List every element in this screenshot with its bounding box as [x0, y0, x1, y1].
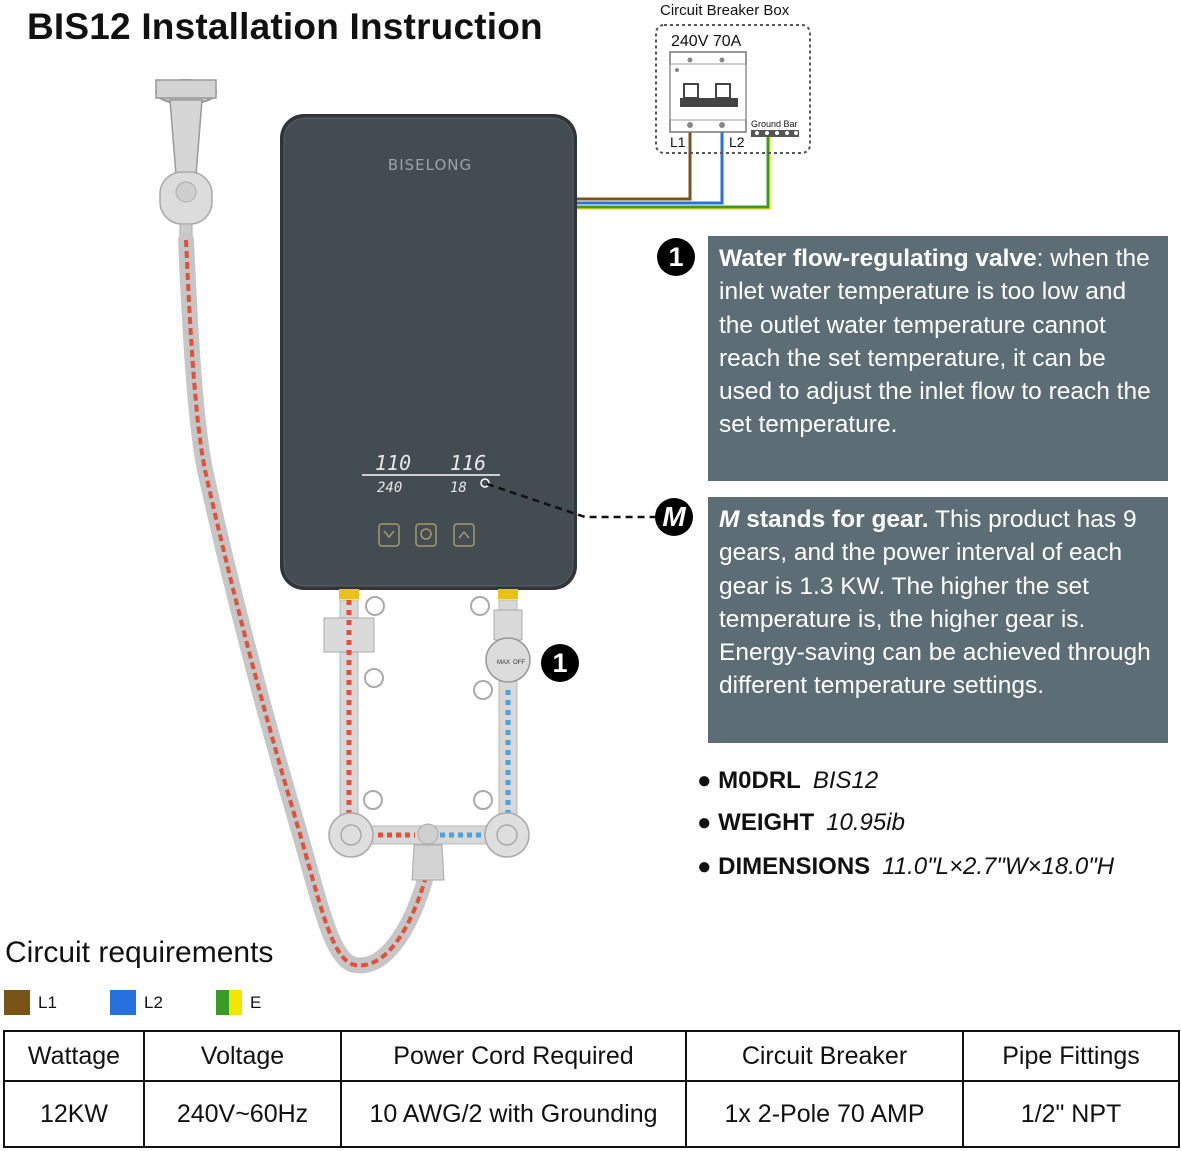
header-voltage: Voltage: [143, 1030, 342, 1082]
legend-swatch-ground: [216, 990, 242, 1015]
circuit-requirements-title: Circuit requirements: [5, 936, 274, 969]
water-heater: BISELONG 110 116 240 18: [280, 114, 577, 590]
shower-hose-hot: [184, 239, 427, 968]
page-title: BIS12 Installation Instruction: [27, 6, 543, 47]
cell-wattage: 12KW: [3, 1080, 145, 1148]
display-inlet-temp: 110: [375, 451, 411, 475]
table-header-row: Wattage Voltage Power Cord Required Circ…: [3, 1030, 1180, 1082]
header-circuit-breaker: Circuit Breaker: [685, 1030, 964, 1082]
valve-callout-body: : when the inlet water temperature is to…: [719, 245, 1151, 439]
display-flow: 18: [450, 480, 467, 496]
power-button[interactable]: [415, 523, 437, 547]
display-voltage: 240: [377, 480, 402, 496]
ground-bar-label: Ground Bar: [751, 119, 798, 129]
legend-l1: L1: [4, 990, 57, 1015]
circuit-breaker-box: Circuit Breaker Box 240V 70A L1 L2 Groun…: [655, 2, 811, 154]
valve-off: OFF: [513, 660, 525, 666]
circuit-requirements-table: Wattage Voltage Power Cord Required Circ…: [3, 1030, 1180, 1148]
plumbing: MAX OFF: [323, 589, 531, 881]
heater-display: 110 116 240 18: [362, 451, 500, 496]
header-pipe-fittings: Pipe Fittings: [962, 1030, 1180, 1082]
shower-head: [155, 79, 217, 241]
brand-logo: BISELONG: [388, 156, 472, 174]
valve-badge: 1: [541, 644, 579, 682]
valve-callout: Water flow-regulating valve: when the in…: [708, 236, 1168, 481]
table-row: 12KW 240V~60Hz 10 AWG/2 with Grounding 1…: [3, 1080, 1180, 1148]
gear-badge: M: [655, 498, 693, 536]
display-set-temp: 116: [450, 451, 486, 475]
valve-callout-title: Water flow-regulating valve: [719, 245, 1037, 272]
cell-voltage: 240V~60Hz: [143, 1080, 342, 1148]
gear-callout: M stands for gear. This product has 9 ge…: [708, 497, 1168, 743]
down-button[interactable]: [378, 523, 400, 547]
cell-circuit-breaker: 1x 2-Pole 70 AMP: [685, 1080, 964, 1148]
header-power-cord: Power Cord Required: [340, 1030, 687, 1082]
gear-callout-body: This product has 9 gears, and the power …: [719, 506, 1151, 700]
up-button[interactable]: [453, 523, 475, 547]
legend-swatch-l1: [4, 990, 30, 1015]
m-leader-line: [486, 482, 655, 519]
breaker-l2: L2: [729, 134, 745, 150]
legend-swatch-l2: [110, 990, 136, 1015]
breaker-rating: 240V 70A: [671, 33, 742, 50]
legend-ground: E: [216, 990, 261, 1015]
breaker-l1: L1: [670, 134, 686, 150]
legend-l2: L2: [110, 990, 163, 1015]
heater-buttons: [378, 523, 475, 547]
header-wattage: Wattage: [3, 1030, 145, 1082]
gear-callout-title: stands for gear.: [739, 506, 929, 533]
cell-power-cord: 10 AWG/2 with Grounding: [340, 1080, 687, 1148]
breaker-box-label: Circuit Breaker Box: [660, 2, 790, 19]
valve-max: MAX: [497, 660, 510, 666]
callout-badge-valve: 1: [657, 238, 695, 276]
cell-pipe-fittings: 1/2" NPT: [962, 1080, 1180, 1148]
gear-callout-m: M: [719, 506, 740, 533]
